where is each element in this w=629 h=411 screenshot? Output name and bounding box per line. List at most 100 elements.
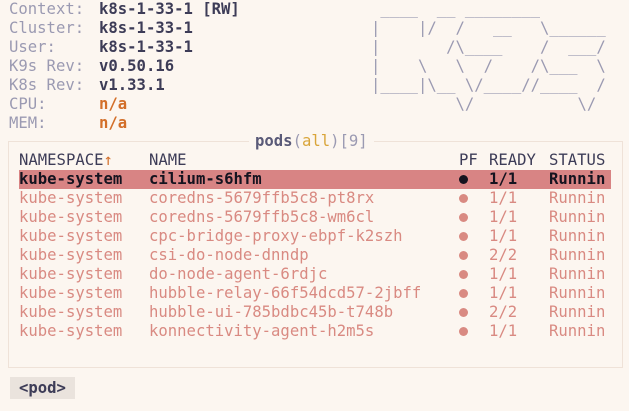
table-row[interactable]: kube-system konnectivity-agent-h2m5s 1/1 Ru…	[19, 322, 611, 341]
info-key: CPU:	[9, 95, 47, 113]
cell-name: coredns-5679ffb5c8-wm6cl	[149, 208, 375, 226]
info-row: MEM: n/a	[9, 114, 240, 133]
cell-ready: 1/1	[489, 322, 518, 340]
cell-namespace: kube-system	[19, 303, 123, 321]
sort-arrow-icon: ↑	[103, 151, 113, 169]
port-forward-dot-icon	[459, 232, 468, 241]
port-forward-dot-icon	[459, 327, 468, 336]
pods-table: pods(all)[9] NAMESPACE↑ NAME PF READY ST…	[8, 132, 623, 368]
port-forward-dot-icon	[459, 308, 468, 317]
header-status[interactable]: STATUS	[549, 151, 606, 169]
cell-name: cpc-bridge-proxy-ebpf-k2szh	[149, 227, 403, 245]
info-key: Context:	[9, 0, 85, 18]
header-namespace[interactable]: NAMESPACE↑	[19, 151, 113, 169]
info-row: User: k8s-1-33-1	[9, 38, 240, 57]
k9s-logo: ____ __ ________ | |/ / __ \______ | /\_…	[371, 0, 606, 113]
port-forward-dot-icon	[459, 175, 468, 184]
cell-ready: 2/2	[489, 303, 518, 321]
cell-status: Runnin	[549, 227, 606, 245]
table-row[interactable]: kube-system do-node-agent-6rdjc 1/1 Runnin	[19, 265, 611, 284]
breadcrumb-pod[interactable]: <pod>	[10, 377, 75, 399]
port-forward-dot-icon	[459, 251, 468, 260]
info-key: Cluster:	[9, 19, 85, 37]
info-value: k8s-1-33-1	[99, 19, 193, 37]
table-count: 9	[348, 132, 359, 150]
port-forward-dot-icon	[459, 270, 468, 279]
table-resource: pods	[255, 132, 293, 150]
table-namespace-filter: all	[301, 132, 331, 150]
cell-ready: 1/1	[489, 208, 518, 226]
info-key: K8s Rev:	[9, 76, 85, 94]
cell-ready: 1/1	[489, 265, 518, 283]
info-key: MEM:	[9, 114, 47, 132]
header-pf[interactable]: PF	[459, 151, 478, 169]
cell-namespace: kube-system	[19, 189, 123, 207]
info-row: Context: k8s-1-33-1 [RW]	[9, 0, 240, 19]
cell-pf	[459, 170, 487, 189]
cell-pf	[459, 303, 487, 322]
cell-name: cilium-s6hfm	[149, 170, 262, 188]
info-row: CPU: n/a	[9, 95, 240, 114]
cell-ready: 1/1	[489, 284, 518, 302]
cell-name: coredns-5679ffb5c8-pt8rx	[149, 189, 375, 207]
info-value: n/a	[99, 95, 128, 113]
info-value: v0.50.16	[99, 57, 175, 75]
info-value: k8s-1-33-1	[99, 38, 193, 56]
info-value: n/a	[99, 114, 128, 132]
cell-pf	[459, 284, 487, 303]
cell-status: Runnin	[549, 189, 606, 207]
table-row[interactable]: kube-system coredns-5679ffb5c8-wm6cl 1/1 Ru…	[19, 208, 611, 227]
cell-namespace: kube-system	[19, 322, 123, 340]
cell-status: Runnin	[549, 265, 606, 283]
info-key: K9s Rev:	[9, 57, 85, 75]
cell-name: hubble-relay-66f54dcd57-2jbff	[149, 284, 422, 302]
cell-name: csi-do-node-dnndp	[149, 246, 309, 264]
table-row[interactable]: kube-system coredns-5679ffb5c8-pt8rx 1/1 Ru…	[19, 189, 611, 208]
info-key: User:	[9, 38, 56, 56]
header-ready[interactable]: READY	[489, 151, 536, 169]
info-row: K9s Rev: v0.50.16	[9, 57, 240, 76]
table-row[interactable]: kube-system cpc-bridge-proxy-ebpf-k2szh 1/…	[19, 227, 611, 246]
cell-ready: 1/1	[489, 170, 518, 188]
cell-namespace: kube-system	[19, 208, 123, 226]
cluster-info-panel: Context: k8s-1-33-1 [RW] Cluster: k8s-1-33-…	[9, 0, 240, 133]
cell-status: Runnin	[549, 322, 606, 340]
cell-name: do-node-agent-6rdjc	[149, 265, 328, 283]
table-row-selected[interactable]: kube-system cilium-s6hfm 1/1 Runnin	[19, 170, 611, 189]
header-name[interactable]: NAME	[149, 151, 187, 169]
table-row[interactable]: kube-system csi-do-node-dnndp 2/2 Runnin	[19, 246, 611, 265]
info-row: Cluster: k8s-1-33-1	[9, 19, 240, 38]
cell-name: hubble-ui-785bdbc45b-t748b	[149, 303, 394, 321]
cell-ready: 2/2	[489, 246, 518, 264]
cell-pf	[459, 227, 487, 246]
cell-status: Runnin	[549, 208, 606, 226]
cell-status: Runnin	[549, 284, 606, 302]
cell-namespace: kube-system	[19, 265, 123, 283]
info-value: v1.33.1	[99, 76, 165, 94]
cell-namespace: kube-system	[19, 284, 123, 302]
table-row[interactable]: kube-system hubble-relay-66f54dcd57-2jbff…	[19, 284, 611, 303]
info-value: k8s-1-33-1 [RW]	[99, 0, 240, 18]
table-title: pods(all)[9]	[249, 132, 374, 151]
cell-namespace: kube-system	[19, 170, 123, 188]
cell-status: Runnin	[549, 303, 606, 321]
info-row: K8s Rev: v1.33.1	[9, 76, 240, 95]
cell-namespace: kube-system	[19, 227, 123, 245]
cell-pf	[459, 189, 487, 208]
port-forward-dot-icon	[459, 289, 468, 298]
cell-name: konnectivity-agent-h2m5s	[149, 322, 375, 340]
cell-namespace: kube-system	[19, 246, 123, 264]
cell-ready: 1/1	[489, 227, 518, 245]
cell-status: Runnin	[549, 170, 606, 188]
cell-pf	[459, 208, 487, 227]
cell-pf	[459, 265, 487, 284]
cell-pf	[459, 246, 487, 265]
cell-ready: 1/1	[489, 189, 518, 207]
port-forward-dot-icon	[459, 213, 468, 222]
cell-status: Runnin	[549, 246, 606, 264]
port-forward-dot-icon	[459, 194, 468, 203]
table-header: NAMESPACE↑ NAME PF READY STATUS	[19, 151, 611, 170]
table-row[interactable]: kube-system hubble-ui-785bdbc45b-t748b 2/2…	[19, 303, 611, 322]
cell-pf	[459, 322, 487, 341]
